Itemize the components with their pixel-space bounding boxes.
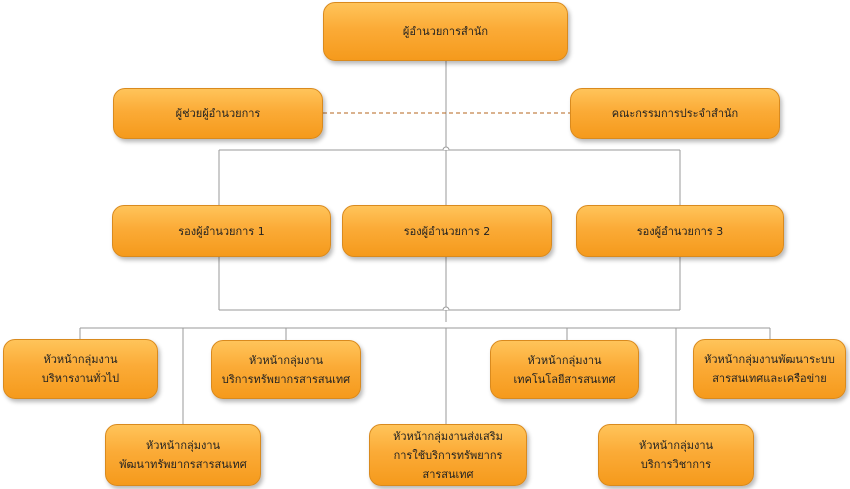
group-service-promotion-box: หัวหน้ากลุ่มงานส่งเสริม การใช้บริการทรัพ…	[369, 424, 527, 486]
deputy-director-1-label: รองผู้อำนวยการ 1	[178, 224, 265, 238]
group-service-promotion-label: หัวหน้ากลุ่มงานส่งเสริม การใช้บริการทรัพ…	[393, 429, 503, 481]
group-academic-service-box: หัวหน้ากลุ่มงาน บริการวิชาการ	[598, 424, 754, 486]
group-info-technology-label: หัวหน้ากลุ่มงาน เทคโนโลยีสารสนเทศ	[513, 353, 616, 386]
deputy-director-3-label: รองผู้อำนวยการ 3	[636, 224, 724, 238]
group-info-technology-box: หัวหน้ากลุ่มงาน เทคโนโลยีสารสนเทศ	[490, 340, 639, 399]
hop-top	[442, 146, 450, 151]
committee-box: คณะกรรมการประจำสำนัก	[570, 88, 780, 139]
deputy-director-2-label: รองผู้อำนวยการ 2	[403, 224, 491, 238]
group-network-label: หัวหน้ากลุ่มงานพัฒนาระบบ สารสนเทศและเครื…	[704, 353, 835, 385]
group-network-box: หัวหน้ากลุ่มงานพัฒนาระบบ สารสนเทศและเครื…	[693, 339, 846, 399]
director-label: ผู้อำนวยการสำนัก	[402, 25, 489, 38]
hop-bottom	[442, 306, 450, 311]
group-info-resources-box: หัวหน้ากลุ่มงาน บริการทรัพยากรสารสนเทศ	[211, 340, 361, 399]
director-box: ผู้อำนวยการสำนัก	[323, 2, 568, 61]
deputy-director-3-box: รองผู้อำนวยการ 3	[576, 205, 784, 257]
group-resource-development-box: หัวหน้ากลุ่มงาน พัฒนาทรัพยากรสารสนเทศ	[105, 424, 261, 486]
assistant-director-box: ผู้ช่วยผู้อำนวยการ	[113, 88, 323, 139]
deputy-director-1-box: รองผู้อำนวยการ 1	[112, 205, 331, 257]
group-general-admin-box: หัวหน้ากลุ่มงาน บริหารงานทั่วไป	[3, 339, 158, 399]
deputy-director-2-box: รองผู้อำนวยการ 2	[342, 205, 552, 257]
group-resource-development-label: หัวหน้ากลุ่มงาน พัฒนาทรัพยากรสารสนเทศ	[119, 439, 247, 471]
assistant-director-label: ผู้ช่วยผู้อำนวยการ	[175, 107, 261, 120]
group-info-resources-label: หัวหน้ากลุ่มงาน บริการทรัพยากรสารสนเทศ	[221, 353, 351, 386]
committee-label: คณะกรรมการประจำสำนัก	[611, 107, 739, 120]
group-academic-service-label: หัวหน้ากลุ่มงาน บริการวิชาการ	[638, 439, 714, 471]
group-general-admin-label: หัวหน้ากลุ่มงาน บริหารงานทั่วไป	[41, 353, 120, 385]
